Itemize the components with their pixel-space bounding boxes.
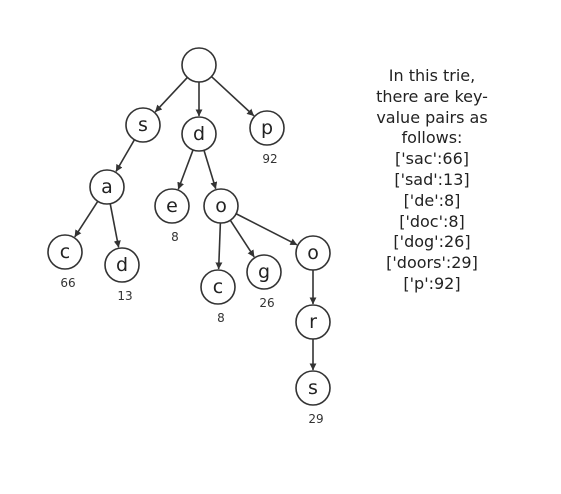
trie-node-d2: d 13 [104, 247, 140, 303]
node-value-label: 13 [117, 289, 132, 303]
node-circle [154, 188, 190, 224]
edge-d1-o1 [203, 150, 218, 190]
node-value-label: 66 [60, 276, 75, 290]
node-value-label: 92 [262, 152, 277, 166]
edge-arrow [215, 222, 223, 270]
node-circle [203, 188, 239, 224]
caption-line: there are key- [376, 86, 488, 106]
caption-line: ['p':92] [403, 273, 461, 293]
trie-node-s2: s 29 [295, 370, 331, 426]
node-circle [181, 116, 217, 152]
node-letter: d [116, 254, 128, 276]
node-letter: o [215, 195, 227, 217]
caption-line: ['doors':29] [386, 253, 478, 273]
node-letter: r [309, 311, 317, 333]
trie-root-node [181, 47, 217, 83]
node-circle [104, 247, 140, 283]
trie-node-c2: c8 [200, 269, 236, 325]
node-letter: c [213, 276, 223, 298]
node-circle [125, 107, 161, 143]
trie-node-g: g 26 [246, 254, 282, 310]
caption-line: ['sad':13] [394, 169, 470, 189]
node-letter: o [307, 242, 319, 264]
edge-arrow [154, 76, 188, 113]
trie-node-r: r [295, 304, 331, 340]
caption-line: value pairs as [376, 107, 488, 127]
caption-line: ['dog':26] [393, 232, 471, 252]
trie-caption: In this trie, there are key- value pairs… [352, 66, 512, 295]
node-circle [249, 110, 285, 146]
node-value-label: 29 [308, 412, 323, 426]
edge-arrow [235, 213, 298, 246]
node-value-label: 8 [217, 311, 225, 325]
node-letter: d [193, 123, 205, 145]
caption-line: ['doc':8] [399, 211, 465, 231]
node-value-label: 8 [171, 230, 179, 244]
node-circle [295, 235, 331, 271]
node-circle [181, 47, 217, 83]
edge-arrow [109, 203, 121, 248]
caption-line: ['sac':66] [395, 149, 469, 169]
node-value-label: 26 [259, 296, 274, 310]
trie-node-s: s [125, 107, 161, 143]
trie-node-e: e8 [154, 188, 190, 244]
edge-arrow [74, 200, 99, 238]
trie-node-a: a [89, 169, 125, 205]
node-circle [246, 254, 282, 290]
caption-line: follows: [401, 128, 463, 148]
caption-line: In this trie, [388, 66, 476, 85]
edge-s-a [115, 139, 136, 172]
trie-node-o2: o [295, 235, 331, 271]
trie-node-c1: c 66 [47, 234, 83, 290]
node-circle [295, 370, 331, 406]
edge-arrow [210, 75, 255, 117]
node-circle [47, 234, 83, 270]
edge-o1-g [229, 219, 255, 258]
edges-layer [74, 75, 317, 371]
edge-o1-c2 [215, 222, 223, 270]
node-circle [295, 304, 331, 340]
node-circle [89, 169, 125, 205]
edge-o1-o2 [235, 213, 298, 246]
node-letter: p [261, 117, 273, 139]
edge-arrow [229, 219, 255, 258]
edge-root-s [154, 76, 188, 113]
caption-line: ['de':8] [403, 190, 461, 210]
trie-node-p: p 92 [249, 110, 285, 166]
trie-node-d1: d [181, 116, 217, 152]
node-letter: s [138, 114, 148, 136]
edge-arrow [203, 150, 218, 190]
edge-arrow [177, 149, 194, 190]
edge-a-c1 [74, 200, 99, 238]
edge-d1-e [177, 149, 194, 190]
edge-arrow [115, 139, 136, 172]
trie-node-o1: o [203, 188, 239, 224]
edge-root-p [210, 75, 255, 117]
node-letter: c [60, 241, 70, 263]
node-letter: a [101, 176, 113, 198]
node-letter: e [166, 195, 178, 217]
node-letter: s [308, 377, 318, 399]
node-circle [200, 269, 236, 305]
node-letter: g [258, 261, 270, 283]
edge-a-d2 [109, 203, 121, 248]
